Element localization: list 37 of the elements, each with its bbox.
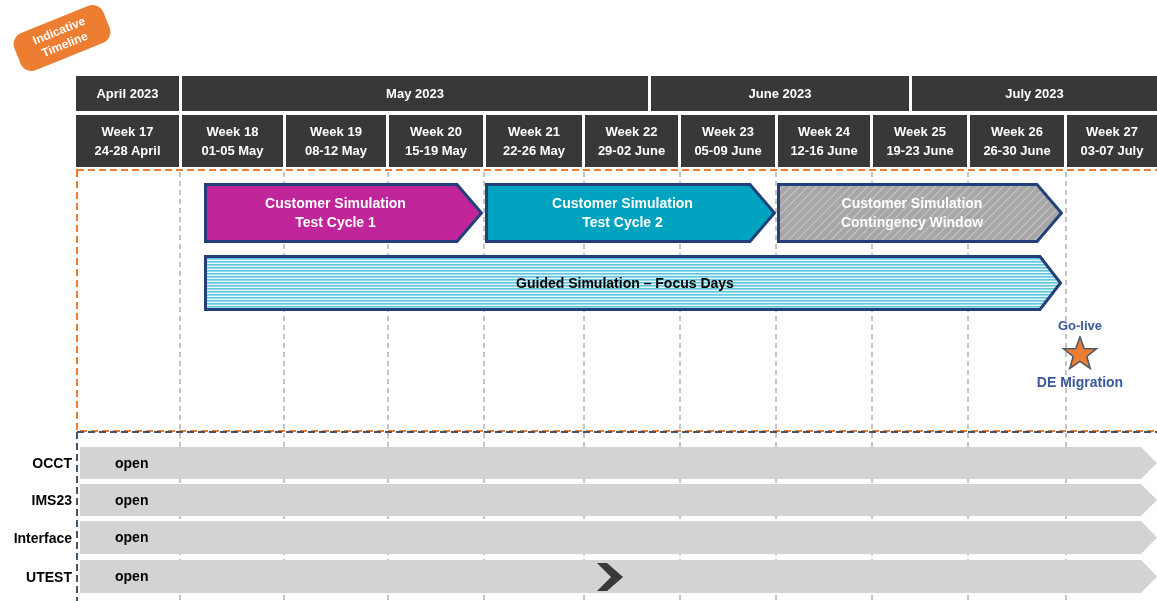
week-header: Week 21 22-26 May [486,115,582,167]
week-header: Week 19 08-12 May [286,115,386,167]
milestone-label: DE Migration [1035,373,1125,392]
week-header: Week 17 24-28 April [76,115,179,167]
row-label: IMS23 [30,491,72,510]
month-header: May 2023 [182,76,648,111]
row-label: Interface [12,528,72,548]
status-label: open [115,567,149,586]
week-header: Week 23 05-09 June [681,115,775,167]
week-header: Week 26 26-30 June [970,115,1064,167]
environment-bar [80,560,1157,593]
phase-label: Customer Simulation Test Cycle 2 [551,194,694,232]
week-header: Week 18 01-05 May [182,115,283,167]
phase-arrow [204,183,483,243]
status-label: open [115,528,149,547]
phase-label: Customer Simulation Contingency Window [839,194,985,232]
week-header: Week 24 12-16 June [778,115,870,167]
status-label: open [115,490,149,510]
week-header: Week 20 15-19 May [389,115,483,167]
star-icon [1062,336,1098,370]
phase-label: Customer Simulation Test Cycle 1 [264,194,407,232]
month-header: July 2023 [912,76,1157,111]
environment-bar [80,521,1157,554]
status-label: open [115,453,149,473]
phase-label: Guided Simulation – Focus Days [516,273,734,293]
row-label: OCCT [31,454,72,473]
month-header: June 2023 [651,76,909,111]
week-header: Week 27 03-07 July [1067,115,1157,167]
phase-arrow [777,183,1063,243]
environment-bar [80,484,1157,516]
week-header: Week 22 29-02 June [585,115,678,167]
row-label: UTEST [25,567,72,587]
week-header: Week 25 19-23 June [873,115,967,167]
phase-arrow [485,183,776,243]
milestone-label: Go-live [1056,317,1104,335]
month-header: April 2023 [76,76,179,111]
environment-bar [80,447,1157,479]
